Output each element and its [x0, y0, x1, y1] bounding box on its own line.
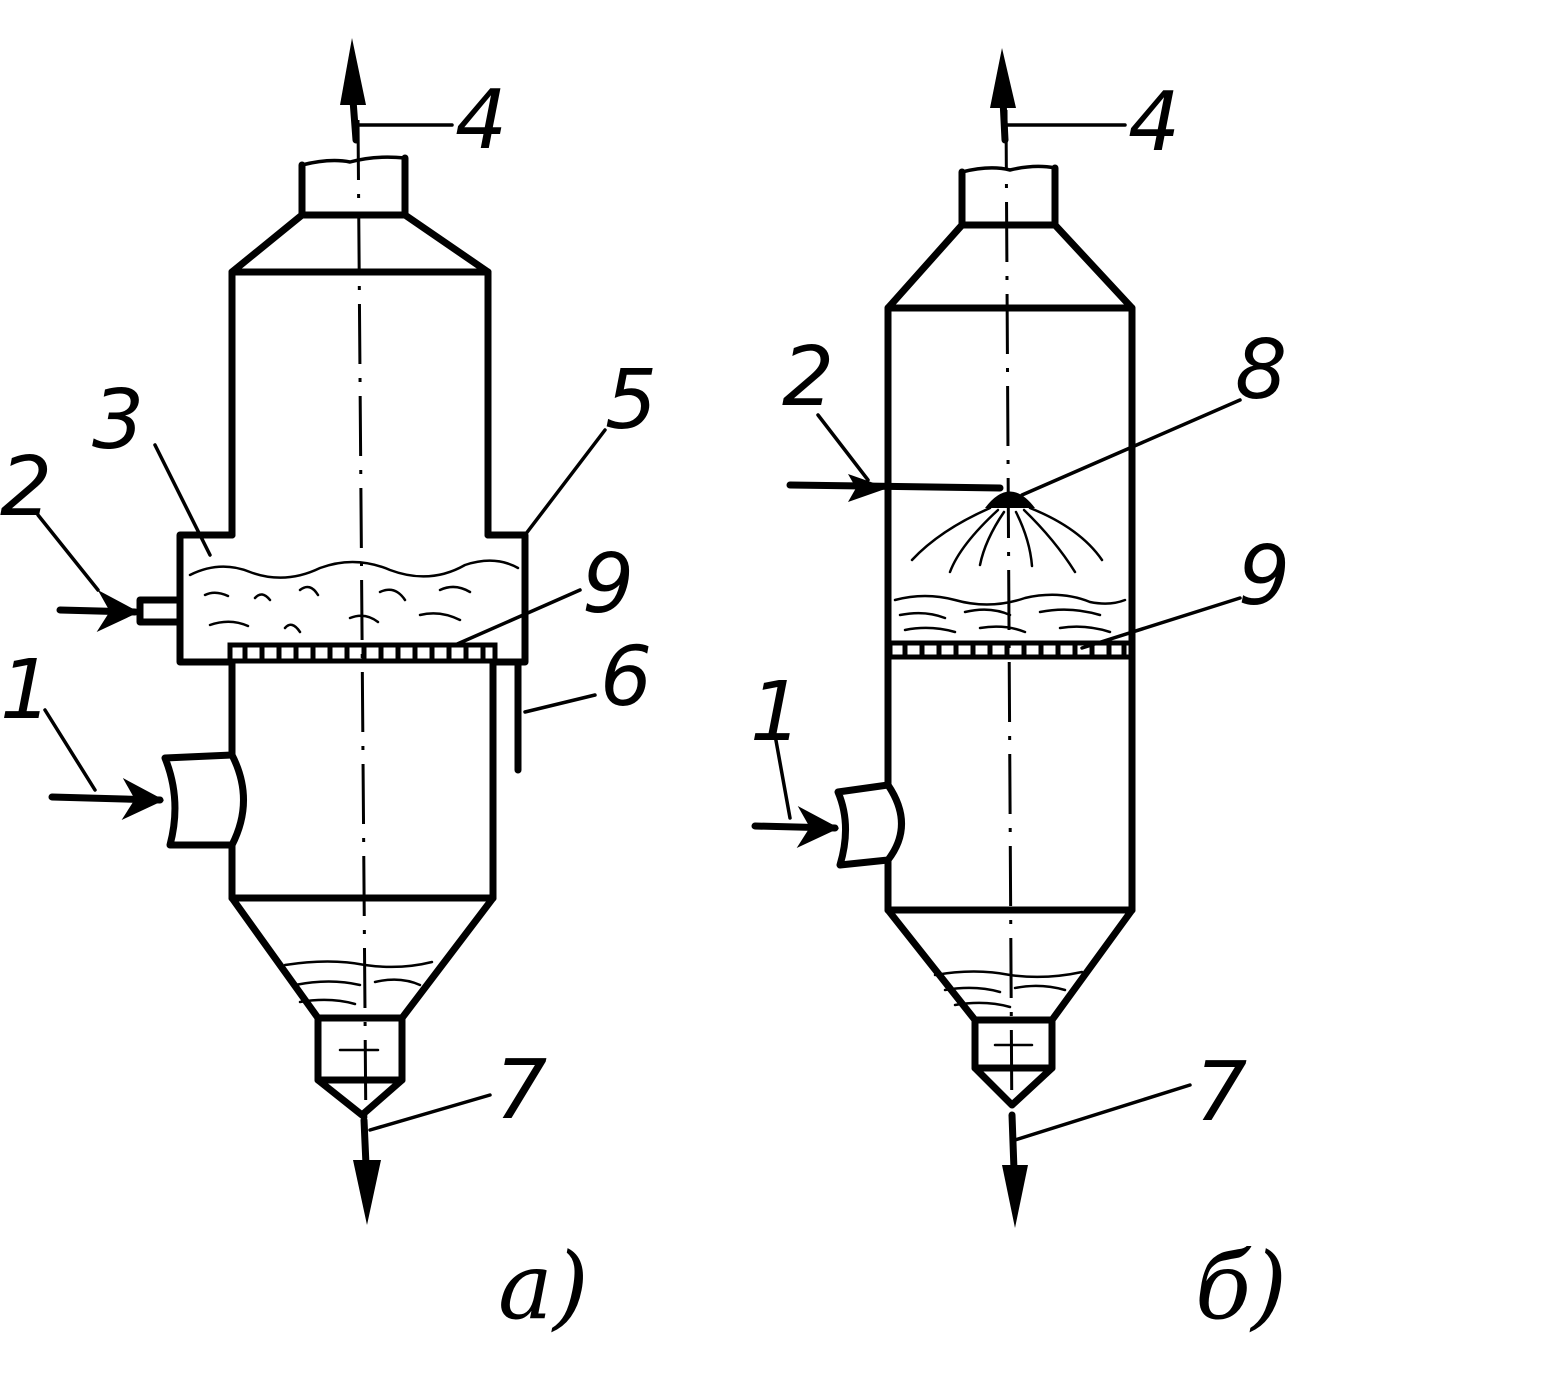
upper-shell-a [228, 268, 492, 539]
apparatus-a: 4 3 2 5 9 6 1 7 а) [0, 38, 657, 1340]
label-8-b: 8 [1235, 323, 1287, 418]
label-7-b: 7 [1195, 1045, 1247, 1140]
gas-out-arrow-a [340, 38, 366, 105]
caption-b: б) [1195, 1233, 1287, 1340]
water-in-arrow-a [56, 589, 140, 632]
label-4-b: 4 [1128, 75, 1180, 170]
sludge-outlet-b [971, 1016, 1056, 1109]
label-5-a: 5 [605, 353, 657, 448]
water-inlet-pipe-a [136, 596, 184, 626]
label-1-b: 1 [750, 665, 802, 760]
label-4-a: 4 [455, 73, 507, 168]
gas-out-arrow-b [990, 48, 1016, 108]
caption-a: а) [498, 1233, 589, 1340]
label-1-a: 1 [0, 643, 52, 738]
sludge-out-arrow-b [1002, 1165, 1028, 1228]
lower-cone-b [884, 906, 1136, 1024]
gas-in-arrow-b [751, 806, 840, 849]
apparatus-b: 4 2 8 9 1 7 б) [750, 48, 1290, 1340]
axis-a [356, 119, 368, 1141]
label-9-a: 9 [582, 537, 634, 632]
spray-jets-b [910, 506, 1104, 574]
label-2-a: 2 [0, 440, 52, 535]
label-3-a: 3 [92, 373, 144, 468]
lower-cone-a [228, 894, 497, 1022]
label-2-b: 2 [782, 330, 834, 425]
gas-inlet-a [161, 751, 247, 849]
grid-plate-b [887, 640, 1135, 660]
axis-b [1004, 109, 1014, 1141]
gas-inlet-b [834, 781, 905, 869]
sludge-outlet-a [314, 1014, 406, 1119]
gas-in-arrow-a [48, 777, 165, 820]
label-7-a: 7 [495, 1043, 547, 1138]
label-6-a: 6 [600, 630, 652, 725]
top-neck-b [958, 164, 1059, 229]
shell-b [884, 304, 1136, 914]
label-9-b: 9 [1238, 529, 1290, 624]
water-in-arrow-b [786, 481, 1004, 492]
lower-shell-a [228, 658, 497, 902]
top-neck-a [298, 154, 409, 219]
sludge-out-arrow-a [353, 1160, 381, 1225]
upper-cone-b [884, 221, 1136, 312]
